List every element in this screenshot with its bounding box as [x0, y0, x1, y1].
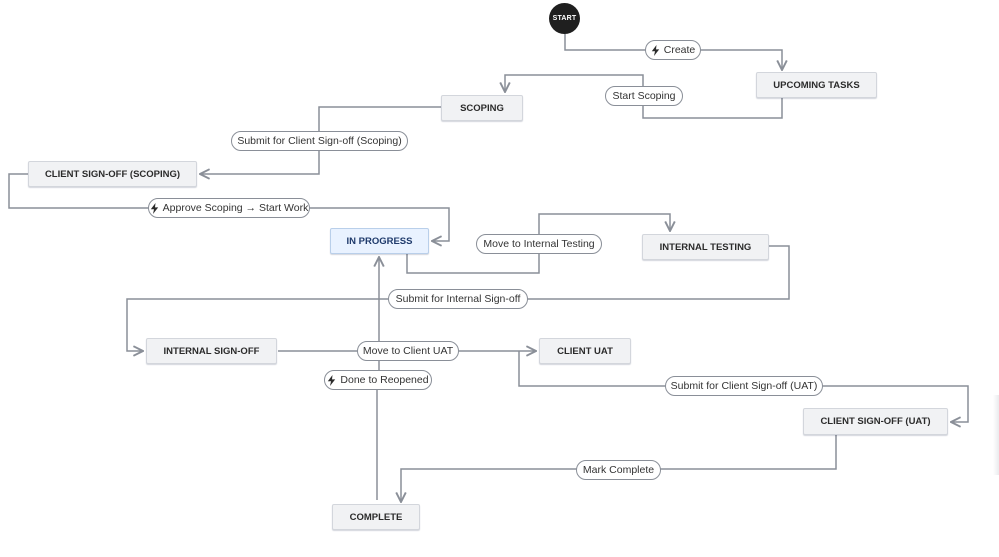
canvas-edge-shadow: [993, 395, 999, 475]
transition-label: Move to Internal Testing: [483, 238, 595, 250]
transition-label: Start Scoping: [612, 90, 676, 102]
transition-label: Move to Client UAT: [362, 345, 454, 357]
status-client-uat[interactable]: CLIENT UAT: [539, 338, 631, 364]
lightning-bolt-icon: [651, 44, 660, 56]
transition-label: Submit for Internal Sign-off: [395, 293, 521, 305]
status-in-progress[interactable]: IN PROGRESS: [330, 228, 429, 254]
status-scoping[interactable]: SCOPING: [441, 95, 523, 121]
status-internal-testing[interactable]: INTERNAL TESTING: [642, 234, 769, 260]
transition-start-scoping[interactable]: Start Scoping: [605, 86, 683, 106]
transition-approve-scoping[interactable]: Approve Scoping → Start Work: [148, 198, 310, 218]
edge-submit-client-signoff-uat: [518, 351, 969, 422]
transition-label: Approve Scoping → Start Work: [162, 202, 309, 214]
transition-label: Done to Reopened: [340, 374, 429, 386]
start-node[interactable]: START: [549, 3, 580, 34]
transition-submit-client-signoff-uat[interactable]: Submit for Client Sign-off (UAT): [665, 376, 823, 396]
transition-move-internal-testing[interactable]: Move to Internal Testing: [476, 234, 602, 254]
status-upcoming-tasks[interactable]: UPCOMING TASKS: [756, 72, 877, 98]
lightning-bolt-icon: [150, 202, 159, 214]
status-client-signoff-uat[interactable]: CLIENT SIGN-OFF (UAT): [803, 408, 948, 435]
transition-label: Mark Complete: [582, 464, 655, 476]
transition-submit-internal-signoff[interactable]: Submit for Internal Sign-off: [388, 289, 528, 309]
status-complete[interactable]: COMPLETE: [332, 504, 420, 530]
status-client-signoff-scoping[interactable]: CLIENT SIGN-OFF (SCOPING): [28, 161, 197, 187]
transition-move-client-uat[interactable]: Move to Client UAT: [357, 341, 459, 361]
transition-mark-complete[interactable]: Mark Complete: [576, 460, 661, 480]
transition-label: Create: [663, 44, 696, 56]
lightning-bolt-icon: [327, 374, 336, 386]
transition-submit-client-signoff-scoping[interactable]: Submit for Client Sign-off (Scoping): [231, 131, 408, 151]
transition-create[interactable]: Create: [645, 40, 701, 60]
transition-done-to-reopened[interactable]: Done to Reopened: [324, 370, 432, 390]
transition-label: Submit for Client Sign-off (Scoping): [237, 135, 402, 147]
status-internal-signoff[interactable]: INTERNAL SIGN-OFF: [146, 338, 277, 364]
transition-label: Submit for Client Sign-off (UAT): [670, 380, 818, 392]
